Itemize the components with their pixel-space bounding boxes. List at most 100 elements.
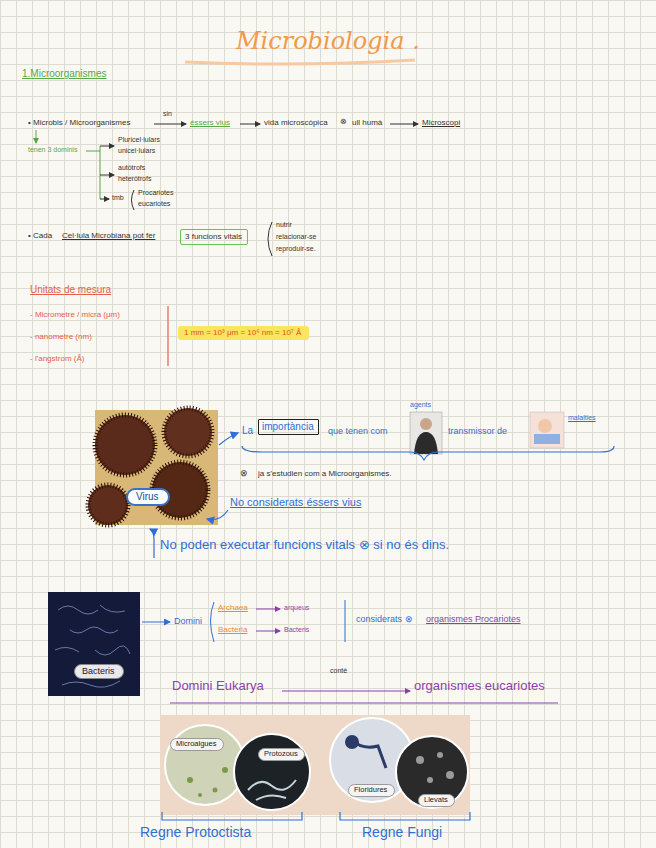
- note-text: ja s'estudien com a Microorganismes.: [258, 469, 392, 478]
- arrow-label: sin: [163, 110, 172, 118]
- unit-item: - nanometre (nm): [30, 332, 92, 341]
- list-item: eucariotes: [138, 200, 170, 208]
- list-item: unicel·lulars: [118, 147, 155, 155]
- section-heading: 1.Microorganismes: [22, 68, 106, 80]
- title-underline: [185, 60, 415, 64]
- highlight-box: 3 funcions vitals: [180, 229, 248, 245]
- classification-tree: [36, 130, 100, 199]
- virus-picture-part: [164, 408, 212, 456]
- eukarya-picture-part: [187, 767, 228, 797]
- virus-arrows: [150, 433, 614, 558]
- bacteria-picture-part-part: [55, 647, 79, 652]
- definition-arrows-part: [154, 124, 186, 125]
- symbol: ⊗: [240, 468, 248, 478]
- box-text: Llevats: [424, 796, 449, 805]
- keyword-box: importància: [258, 419, 319, 435]
- eukarya-picture-part-part: [256, 795, 286, 800]
- list-item: Procariotes: [138, 189, 173, 197]
- picture-tag: Llevats: [418, 794, 455, 807]
- list-item: nutrir: [276, 221, 292, 229]
- branch-arrows-part: [100, 175, 114, 176]
- bacteria-picture-part-part: [100, 605, 125, 612]
- branch-arrows-part: [132, 190, 135, 210]
- bacteria-picture-part: [48, 592, 140, 696]
- list-item: Pluricel·lulars: [118, 136, 160, 144]
- domain-arrows-purple: [170, 609, 558, 703]
- eukarya-picture-part-part: [213, 788, 218, 793]
- unit-item: - l'angstrom (Å): [30, 354, 84, 363]
- note-text: arqueus: [284, 604, 309, 612]
- box-text: 1 mm = 10³ μm = 10⁶ nm = 10⁷ Å: [184, 328, 303, 337]
- branch-arrows-part: [268, 222, 272, 256]
- note-text: considerats ⊗: [356, 614, 413, 624]
- units-bracket: [168, 306, 169, 366]
- section-heading: Unitats de mesura: [30, 284, 111, 296]
- agent-picture: [410, 412, 442, 454]
- classification-tree-part: [86, 151, 100, 152]
- eukarya-picture-part-part: [198, 793, 202, 797]
- sick-child-picture: [530, 412, 564, 448]
- classification-tree-part: [100, 146, 101, 199]
- note-text: Domini: [174, 616, 202, 626]
- note-text: La: [242, 425, 253, 437]
- bacteria-picture-part-part: [95, 646, 130, 655]
- agent-picture-part: [414, 432, 438, 454]
- eukarya-picture-part: [396, 736, 468, 808]
- agent-picture-part: [410, 412, 442, 454]
- box-text: Microalgues: [176, 740, 218, 749]
- note-text: No poden executar funcions vitals ⊗ si n…: [160, 538, 449, 553]
- heading-text: organismes eucariotes: [414, 679, 545, 694]
- unit-item: - Micrometre / micra (μm): [30, 310, 120, 319]
- kingdom-brackets: [162, 812, 470, 820]
- box-text: Protozous: [264, 750, 299, 759]
- note-text: transmissor de: [448, 426, 507, 436]
- bacteria-picture-part-part: [62, 681, 120, 687]
- agent-picture-part: [420, 418, 432, 430]
- picture-tag: Floridures: [348, 784, 395, 797]
- list-item: relacionar-se: [276, 233, 316, 241]
- heading-text: Domini Eukarya: [172, 679, 264, 694]
- eukarya-picture-part: [165, 725, 245, 805]
- note-text: que tenen com: [328, 426, 388, 436]
- picture-tag: Protozous: [258, 748, 305, 761]
- list-item: reproduir-se.: [276, 245, 316, 253]
- picture-tag: Bacteris: [74, 664, 124, 679]
- branch-arrows-part: [100, 199, 109, 200]
- eukarya-picture-part: [248, 780, 296, 800]
- bacteria-picture-part-part: [70, 627, 118, 633]
- note-text: No considerats éssers vius: [230, 496, 361, 509]
- sick-child-picture-part: [538, 419, 552, 433]
- note-text: Cel·lula Microbiana pot fer: [62, 231, 155, 240]
- note-text: Bacteris: [284, 626, 309, 634]
- domain-arrows-part: [345, 600, 346, 642]
- symbol: ⊗: [340, 117, 347, 126]
- virus-picture: [88, 408, 218, 525]
- domain-arrows-purple-part: [282, 691, 410, 692]
- note-text: • Cada: [28, 231, 52, 240]
- virus-arrows-part: [242, 446, 614, 460]
- virus-arrows-part: [150, 529, 154, 558]
- eukarya-picture-part: [234, 734, 310, 810]
- arrow-label: conté: [330, 667, 347, 675]
- note-text: tenen 3 dominis: [28, 146, 77, 154]
- classification-tree-part: [36, 130, 37, 143]
- kingdom-brackets-part: [162, 812, 302, 820]
- virus-picture-part: [88, 485, 128, 525]
- definition-arrows-part: [390, 124, 418, 125]
- virus-picture-part: [95, 415, 155, 475]
- box-text: Virus: [136, 491, 160, 503]
- eukarya-picture-part: [345, 735, 359, 749]
- bacteria-picture: [48, 592, 140, 696]
- list-item: autòtrofs: [118, 164, 145, 172]
- note-text: tmb: [112, 194, 124, 202]
- definition-arrows-part: [240, 124, 260, 125]
- eukarya-picture-part-part: [248, 780, 296, 790]
- box-text: 3 funcions vitals: [185, 232, 243, 241]
- domain-arrows-purple-part: [170, 703, 558, 704]
- domain-arrows-part: [142, 622, 170, 623]
- kingdom-label: Regne Protoctista: [140, 824, 251, 840]
- list-item: heteròtrofs: [118, 175, 151, 183]
- keyword: Archaea: [218, 603, 248, 612]
- sick-child-picture-part: [534, 434, 560, 444]
